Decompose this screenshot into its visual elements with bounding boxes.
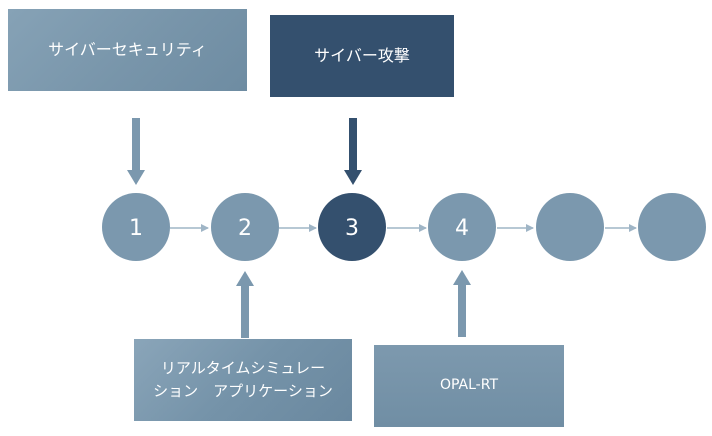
cyber-attack-label: サイバー攻撃 xyxy=(314,45,410,65)
cyber-security-box: サイバーセキュリティ xyxy=(8,9,247,91)
node-2-label: 2 xyxy=(238,216,252,241)
realtime-simulation-line-1: リアルタイムシミュレー xyxy=(160,358,326,377)
opal-rt-box: OPAL-RT xyxy=(374,345,564,427)
realtime-simulation-box: リアルタイムシミュレー ション アプリケーション xyxy=(134,339,352,421)
node-1: 1 xyxy=(102,193,170,261)
node-1-label: 1 xyxy=(129,216,143,241)
node-6 xyxy=(638,193,706,261)
realtime-simulation-label: リアルタイムシミュレー ション アプリケーション xyxy=(153,357,333,404)
cyber-attack-box: サイバー攻撃 xyxy=(270,15,454,97)
arrow-attack-to-node3 xyxy=(344,118,362,185)
realtime-simulation-line-2: ション アプリケーション xyxy=(153,382,333,400)
node-5 xyxy=(536,193,604,261)
arrow-security-to-node1 xyxy=(127,118,145,185)
node-2: 2 xyxy=(211,193,279,261)
node-4-label: 4 xyxy=(455,216,469,241)
node-3: 3 xyxy=(318,193,386,261)
arrow-realtime-to-node2 xyxy=(236,271,254,338)
cyber-security-label: サイバーセキュリティ xyxy=(48,39,207,59)
opal-rt-label: OPAL-RT xyxy=(439,377,498,394)
node-4: 4 xyxy=(428,193,496,261)
arrow-opal-to-node4 xyxy=(453,270,471,337)
node-3-label: 3 xyxy=(345,216,359,241)
